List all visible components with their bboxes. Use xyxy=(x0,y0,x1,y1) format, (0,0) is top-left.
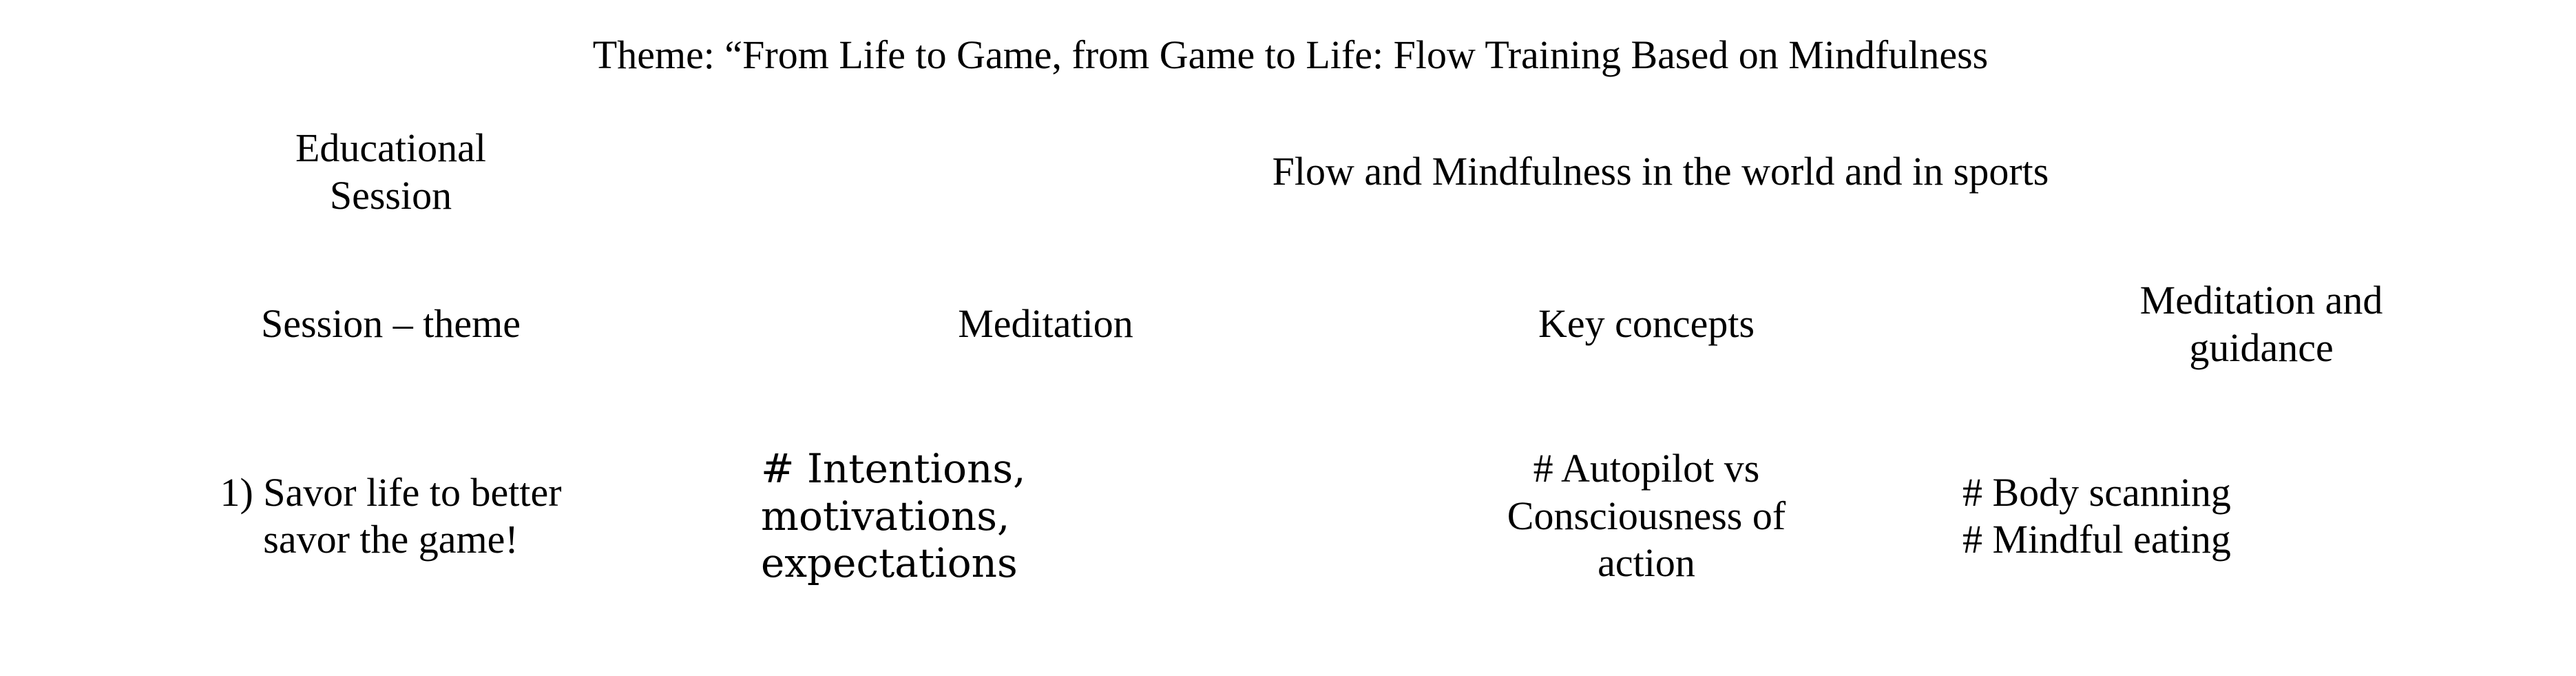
educational-session-table: Theme: “From Life to Game, from Game to … xyxy=(21,17,2560,635)
cell-session-theme-line2: savor the game! xyxy=(263,517,519,562)
table-row: 1) Savor life to better savor the game! … xyxy=(21,398,2560,635)
cell-key-concepts-line3: action xyxy=(1598,540,1695,586)
cell-session-theme: 1) Savor life to better savor the game! xyxy=(21,398,761,635)
educational-session-label-line1: Educational xyxy=(295,125,486,171)
column-header-key-concepts: Key concepts xyxy=(1330,251,1962,398)
cell-session-theme-line1: 1) Savor life to better xyxy=(220,469,562,515)
column-header-meditation-label: Meditation xyxy=(958,301,1133,347)
cell-meditation-line1: # Intentions, xyxy=(761,445,1026,493)
column-header-session-theme: Session – theme xyxy=(21,251,761,398)
theme-title-cell: Theme: “From Life to Game, from Game to … xyxy=(21,17,2560,93)
cell-meditation-line2: motivations, xyxy=(761,492,1010,540)
table-row-column-headers: Session – theme Meditation Key concepts … xyxy=(21,251,2560,398)
cell-key-concepts-line2: Consciousness of xyxy=(1507,493,1786,538)
cell-meditation-and-guidance-line2: # Mindful eating xyxy=(1962,517,2231,562)
cell-meditation-and-guidance: # Body scanning # Mindful eating xyxy=(1962,398,2560,635)
cell-key-concepts: # Autopilot vs Consciousness of action xyxy=(1330,398,1962,635)
educational-session-value-text: Flow and Mindfulness in the world and in… xyxy=(1272,149,2049,194)
cell-meditation-and-guidance-line1: # Body scanning xyxy=(1962,469,2231,515)
column-header-meditation-and-guidance: Meditation and guidance xyxy=(1962,251,2560,398)
cell-key-concepts-line1: # Autopilot vs xyxy=(1533,446,1760,491)
theme-title-text: Theme: “From Life to Game, from Game to … xyxy=(592,32,1989,77)
educational-session-label-cell: Educational Session xyxy=(21,93,761,251)
column-header-meditation: Meditation xyxy=(761,251,1330,398)
educational-session-value-cell: Flow and Mindfulness in the world and in… xyxy=(761,93,2560,251)
cell-meditation-line3: expectations xyxy=(761,540,1018,587)
column-header-meditation-and-guidance-line1: Meditation and xyxy=(2139,278,2383,323)
table-row-educational-session: Educational Session Flow and Mindfulness… xyxy=(21,93,2560,251)
table-row-theme: Theme: “From Life to Game, from Game to … xyxy=(21,17,2560,93)
column-header-key-concepts-label: Key concepts xyxy=(1538,301,1755,347)
column-header-session-theme-label: Session – theme xyxy=(261,301,521,347)
cell-meditation: # Intentions, motivations, expectations xyxy=(761,398,1330,635)
column-header-meditation-and-guidance-line2: guidance xyxy=(2189,325,2334,370)
educational-session-label-line2: Session xyxy=(329,172,452,218)
